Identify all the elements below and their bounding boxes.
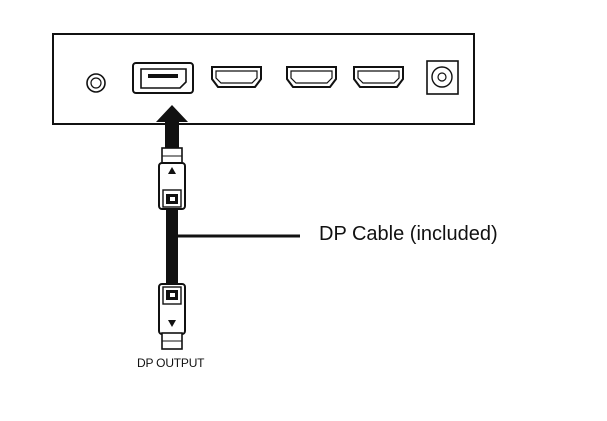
hdmi-port-icon xyxy=(286,66,337,88)
dc-power-port-icon xyxy=(426,60,459,95)
displayport-port-icon xyxy=(132,62,194,94)
monitor-rear-panel xyxy=(52,33,475,125)
insert-arrow-icon xyxy=(156,105,188,148)
hdmi-port-icon xyxy=(211,66,262,88)
displayport-plug-bottom xyxy=(158,283,186,350)
triangle-up-icon xyxy=(168,167,176,174)
triangle-down-icon xyxy=(168,320,176,327)
cable-label: DP Cable (included) xyxy=(319,223,498,245)
displayport-plug-top xyxy=(158,147,186,210)
audio-jack-icon xyxy=(86,73,106,93)
hdmi-port-icon xyxy=(353,66,404,88)
output-label: DP OUTPUT xyxy=(137,356,205,370)
dp-cable xyxy=(166,209,178,286)
